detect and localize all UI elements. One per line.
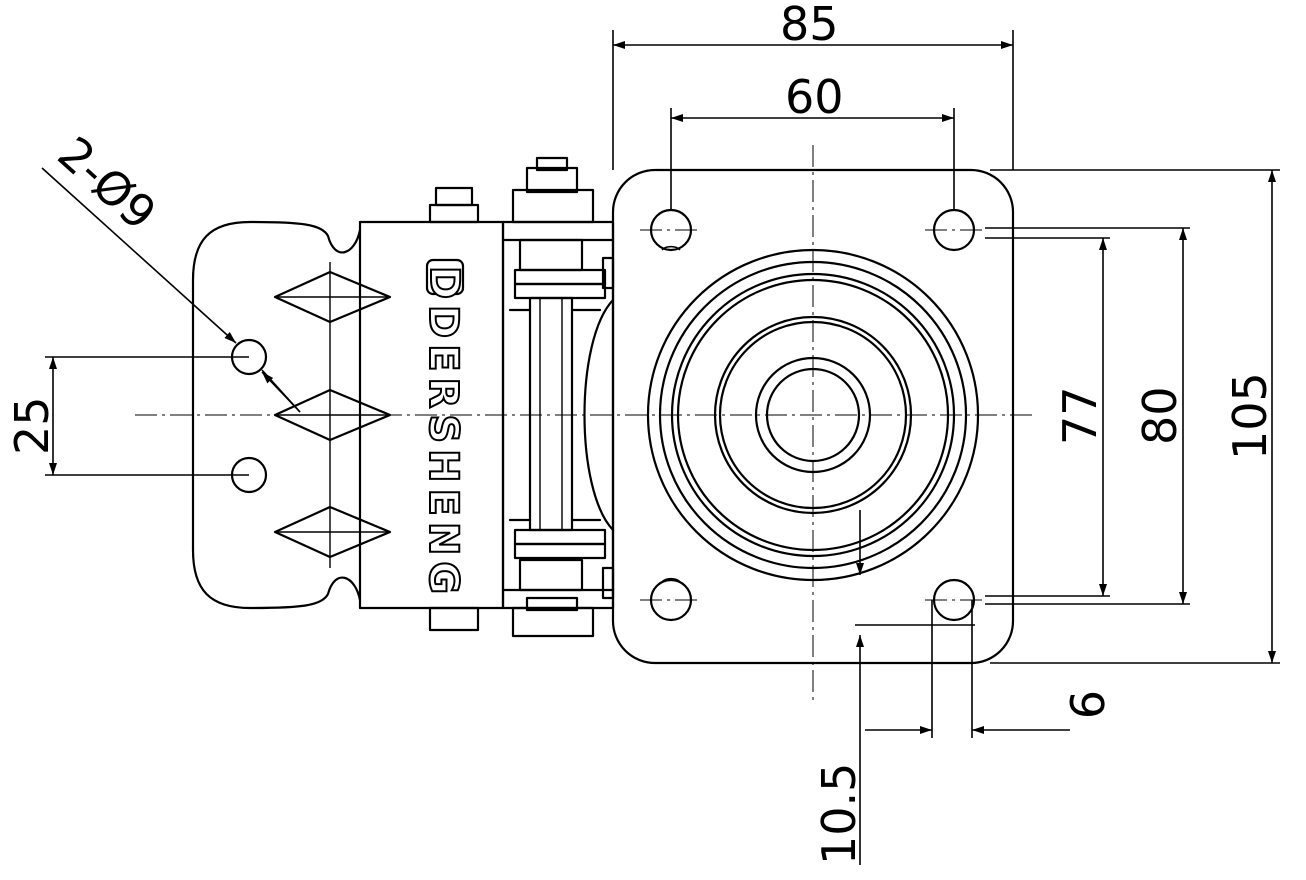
brand-name: DERSHENG — [420, 305, 466, 600]
dim-hole-spacing-y: 77 — [1053, 386, 1107, 445]
swivel-bearing — [646, 248, 980, 582]
dim-hole-spacing-x: 60 — [785, 70, 844, 124]
dim-plate-height: 105 — [1223, 372, 1277, 460]
dim-plate-width: 85 — [780, 0, 839, 51]
brand-logo-letter: D — [421, 266, 467, 299]
wheel-axle-assembly — [501, 156, 615, 638]
dim-hole-diameter: 9 — [1059, 690, 1113, 719]
dimension-lines — [41, 30, 1280, 865]
dim-edge-offset: 10.5 — [812, 763, 866, 865]
brake-pedal — [191, 220, 392, 610]
dim-slot-outer-y: 80 — [1133, 386, 1187, 445]
brand-logo: D — [420, 258, 468, 300]
dim-brake-holes: 2-Ø9 — [48, 126, 167, 241]
dim-brake-hole-spacing: 25 — [5, 396, 59, 455]
